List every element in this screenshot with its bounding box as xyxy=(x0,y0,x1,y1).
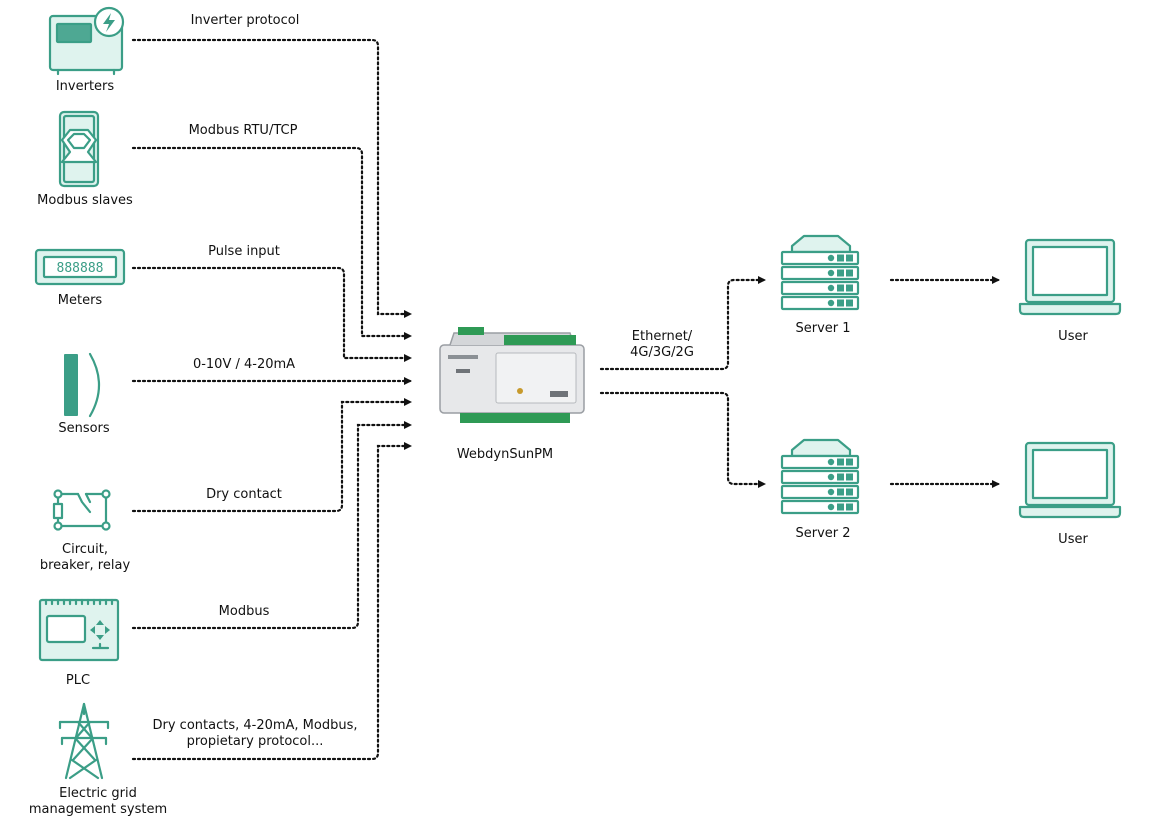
connector-grid xyxy=(131,442,412,761)
inverter-icon xyxy=(48,6,125,76)
protocol-label-relay: Dry contact xyxy=(206,487,282,502)
connector-lines xyxy=(131,38,1000,761)
connector-meters xyxy=(131,266,412,362)
server-label-2: Server 2 xyxy=(795,526,851,541)
server-icon-1 xyxy=(780,234,860,311)
meter-display: 888888 xyxy=(57,261,104,276)
source-label-sensors: Sensors xyxy=(58,421,110,436)
protocol-label-inverters: Inverter protocol xyxy=(190,13,300,28)
protocol-label-modbus-slaves: Modbus RTU/TCP xyxy=(188,123,298,138)
source-label-meters: Meters xyxy=(57,293,103,308)
user-label-1: User xyxy=(1058,329,1088,344)
connector-relay xyxy=(131,398,412,513)
server-label-1: Server 1 xyxy=(795,321,851,336)
pylon-icon xyxy=(58,702,110,780)
source-label-inverters: Inverters xyxy=(55,79,115,94)
protocol-label-sensors: 0-10V / 4-20mA xyxy=(192,357,296,372)
datalogger-icon xyxy=(439,327,585,423)
user-label-2: User xyxy=(1058,532,1088,547)
source-label-modbus-slaves: Modbus slaves xyxy=(37,193,133,208)
sensor-icon xyxy=(64,352,100,418)
laptop-icon-2 xyxy=(1018,441,1122,519)
meter-icon: 888888 xyxy=(34,248,126,286)
laptop-icon-1 xyxy=(1018,238,1122,316)
connector-inverters xyxy=(131,38,412,318)
server-icon-2 xyxy=(780,438,860,515)
uplink-label: Ethernet/ 4G/3G/2G xyxy=(630,329,694,360)
plc-icon xyxy=(38,598,120,662)
connector-server-2 xyxy=(599,391,766,488)
source-label-grid: Electric grid management system xyxy=(28,786,168,817)
source-label-plc: PLC xyxy=(65,673,91,688)
protocol-label-grid: Dry contacts, 4-20mA, Modbus, propietary… xyxy=(152,718,358,749)
source-label-relay: Circuit, breaker, relay xyxy=(39,542,131,573)
connector-plc xyxy=(131,421,412,630)
connector-server-1 xyxy=(599,276,766,371)
modbus-slave-icon xyxy=(58,110,100,188)
connector-modbus-slaves xyxy=(131,146,412,340)
protocol-label-meters: Pulse input xyxy=(208,244,280,259)
relay-icon xyxy=(52,489,111,531)
hub-label: WebdynSunPM xyxy=(456,447,554,462)
protocol-label-plc: Modbus xyxy=(218,604,270,619)
